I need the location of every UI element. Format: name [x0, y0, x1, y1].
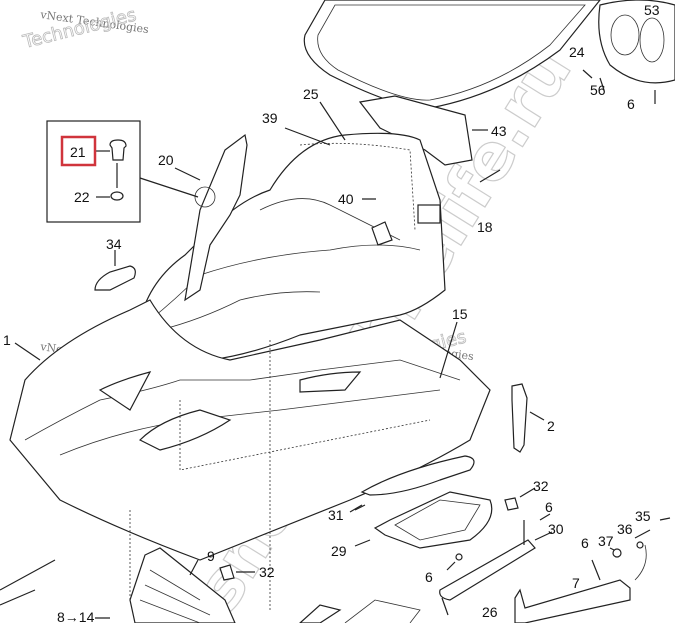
- callout-20[interactable]: 20: [158, 152, 174, 168]
- part-31: [360, 455, 475, 496]
- part-9-grille: [129, 547, 236, 623]
- highlight-box-part-21: [60, 135, 97, 167]
- part-20: [184, 133, 248, 302]
- callout-7[interactable]: 7: [572, 575, 580, 591]
- callout-30[interactable]: 30: [548, 521, 564, 537]
- callout-1[interactable]: 1: [3, 332, 11, 348]
- callout-29[interactable]: 29: [331, 543, 347, 559]
- callout-36[interactable]: 36: [617, 521, 633, 537]
- callout-39[interactable]: 39: [262, 110, 278, 126]
- body-shell-part: [9, 299, 491, 610]
- fastener-detail-inset: [46, 120, 141, 223]
- part-30-rail: [439, 539, 536, 601]
- gauge-housing-part: [582, 0, 675, 104]
- callout-2[interactable]: 2: [547, 418, 555, 434]
- part-32-clip: [504, 497, 519, 511]
- part-43: [358, 95, 473, 166]
- callout-24[interactable]: 24: [569, 44, 585, 60]
- callout-8-to-14[interactable]: 8→14: [57, 609, 95, 623]
- callout-6[interactable]: 6: [581, 535, 589, 551]
- callout-32[interactable]: 32: [533, 478, 549, 494]
- callout-21[interactable]: 21: [70, 144, 86, 160]
- callout-25[interactable]: 25: [303, 86, 319, 102]
- callout-9[interactable]: 9: [207, 548, 215, 564]
- part-34: [94, 265, 136, 291]
- brand-watermark-outline: Technologies: [20, 4, 138, 53]
- callout-26[interactable]: 26: [482, 604, 498, 620]
- callout-34[interactable]: 34: [106, 236, 122, 252]
- part-2: [511, 383, 528, 453]
- callout-35[interactable]: 35: [635, 508, 651, 524]
- callout-6[interactable]: 6: [545, 499, 553, 515]
- callout-40[interactable]: 40: [338, 191, 354, 207]
- callout-15[interactable]: 15: [452, 306, 468, 322]
- callout-31[interactable]: 31: [328, 507, 344, 523]
- callout-43[interactable]: 43: [491, 123, 507, 139]
- callout-6[interactable]: 6: [425, 569, 433, 585]
- windshield-part: [303, 0, 601, 109]
- callout-18[interactable]: 18: [477, 219, 493, 235]
- callout-32[interactable]: 32: [259, 564, 275, 580]
- callout-6[interactable]: 6: [627, 96, 635, 112]
- part-26-rail: [514, 579, 631, 623]
- callout-37[interactable]: 37: [598, 533, 614, 549]
- callout-56[interactable]: 56: [590, 82, 606, 98]
- part-29: [373, 491, 493, 549]
- callout-22[interactable]: 22: [74, 189, 90, 205]
- callout-labels: 53 24 56 6 43 25 39 21 22 20 40 18 34 15…: [3, 2, 660, 623]
- callout-53[interactable]: 53: [644, 2, 660, 18]
